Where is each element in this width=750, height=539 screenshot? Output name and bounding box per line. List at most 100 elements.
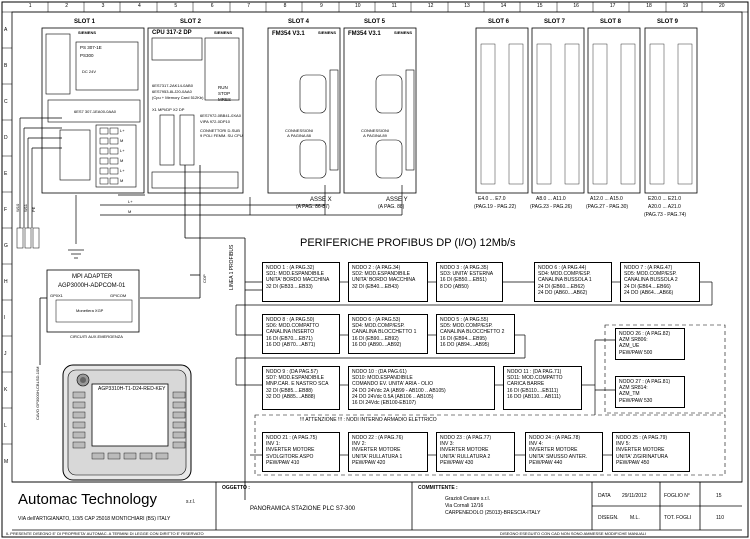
company-address: VIA dell'ARTIGIANATO, 1/3/5 CAP 25018 MO… [18, 516, 171, 522]
node-text: NODO 5 : (A PAG.55) SD5: MOD.COMP/ESP. C… [440, 317, 505, 348]
column-number: 1 [28, 3, 32, 9]
column-number: 5 [174, 3, 178, 9]
slot4-axis: ASSE X [310, 197, 332, 203]
slot2-vipa: VIPA 972-0DP10 [200, 119, 230, 124]
slot6-title: SLOT 6 [488, 19, 510, 25]
column-number: 9 [320, 3, 323, 9]
node-box: NODO 2 : (A PAG.34) SD2: MOD.ESPANDIBILE… [348, 262, 428, 302]
slot7-pages: (PAG.23 - PAG.26) [530, 204, 573, 210]
node-text: NODO 25 : (A PAG.79) INV 5: INVERTER MOT… [616, 435, 668, 466]
slot9-range2: A20.0 ... A21.0 [648, 204, 681, 210]
node-text: NODO 22 : (A PAG.76) INV 2: INVERTER MOT… [352, 435, 404, 466]
column-number: 7 [247, 3, 250, 9]
slot4-brand: SIEMENS [318, 30, 337, 35]
node-box: NODO 11 : (DA PAG.71) SD11: MOD.COMPATTO… [503, 366, 582, 410]
node-text: NODO 11 : (DA PAG.71) SD11: MOD.COMPATTO… [507, 369, 563, 400]
slot2-code2: 6ES7953-8LJ20-0AA0 [152, 89, 192, 94]
hmi-cable: CAVO GP3000H-CBLSD-10M [35, 366, 40, 421]
column-number: 15 [537, 3, 543, 9]
slot5-conn: CONNESSIONI A PAGINA 89 [361, 128, 390, 138]
slot1-title: SLOT 1 [74, 19, 96, 25]
slot2-cpu: CPU 317-2 DP [152, 30, 192, 36]
node-text: NODO 10 : (DA PAG.61) SD10: MOD.ESPANDIB… [352, 369, 446, 407]
slot8-title: SLOT 8 [600, 19, 622, 25]
terminal-label: M [120, 158, 124, 163]
slot9-pages: (PAG.73 - PAG.74) [644, 212, 687, 218]
slot2-stop: STOP [218, 91, 231, 96]
column-number: 17 [609, 3, 616, 9]
tot-value: 110 [716, 515, 724, 521]
mpi-cable: Monetlera XGP [76, 308, 104, 313]
node-text: NODO 1 : (A PAG.32) SD1: MOD.ESPANDIBILE… [266, 265, 330, 290]
column-number: 6 [210, 3, 214, 9]
row-letter: E [4, 171, 8, 177]
node-box: NODO 3 : (A PAG.35) SD3: UNITA' ESTERNA … [436, 262, 503, 302]
slot5-axis: ASSE Y [386, 197, 408, 203]
footer-left: IL PRESENTE DISEGNO E' DI PROPRIETA' AUT… [6, 531, 204, 536]
row-letter: H [4, 279, 8, 285]
node-box: NODO 7 : (A PAG.47) SD5: MOD.COMP/ESP. C… [620, 262, 700, 302]
node-text: NODO 2 : (A PAG.34) SD2: MOD.ESPANDIBILE… [352, 265, 416, 290]
mpi-cop: COP [202, 274, 207, 283]
oggetto-label: OGGETTO : [222, 485, 250, 491]
column-number: 2 [65, 3, 68, 9]
column-number: 20 [719, 3, 725, 9]
slot7-title: SLOT 7 [544, 19, 566, 25]
row-letter: D [4, 135, 8, 141]
slot4-module: FM354 V3.1 [272, 31, 305, 37]
mpi-model: AGP3000H-ADPCOM-01 [58, 283, 126, 289]
node-box: NODO 27 : (A PAG.81) AZM SR814: AZM_TM P… [615, 376, 685, 408]
slot5-brand: SIEMENS [394, 30, 413, 35]
node-box: NODO 8 : (A PAG.50) SD6: MOD.COMPATTO CA… [262, 314, 340, 354]
slot5-module: FM354 V3.1 [348, 31, 381, 37]
node-text: NODO 7 : (A PAG.47) SD5: MOD.COMP/ESP. C… [624, 265, 678, 296]
node-box: NODO 6 : (A PAG.53) SD4: MOD.COMP/ESP. C… [348, 314, 428, 354]
slot2-mres: MRES [218, 97, 232, 102]
column-number: 4 [138, 3, 141, 9]
slot2-conn-code: 6ES7972-0BB41-0XA0 [200, 113, 241, 118]
node-text: NODO 27 : (A PAG.81) AZM SR814: AZM_TM P… [619, 379, 671, 404]
slot5-title: SLOT 5 [364, 19, 386, 25]
row-letter: K [4, 387, 8, 393]
company-name: Automac Technology [18, 491, 157, 508]
node-text: NODO 3 : (A PAG.35) SD3: UNITA' ESTERNA … [440, 265, 494, 290]
slot5-axis-page: (A PAG. 88) [378, 204, 405, 210]
node-box: NODO 25 : (A PAG.79) INV 5: INVERTER MOT… [612, 432, 690, 472]
data-label: DATA [598, 493, 611, 499]
terminal-label: L+ [120, 168, 125, 173]
node-box: NODO 9 : (DA PAG.57) SD7: MOD.ESPANDIBIL… [262, 366, 340, 410]
slot2-x1: X1 MPI/DP X2 DP [152, 107, 185, 112]
node-box: NODO 1 : (A PAG.32) SD1: MOD.ESPANDIBILE… [262, 262, 340, 302]
node-text: NODO 9 : (DA PAG.57) SD7: MOD.ESPANDIBIL… [266, 369, 329, 400]
terminal-label: L+ [120, 148, 125, 153]
profibus-title: PERIFERICHE PROFIBUS DP (I/O) 12Mb/s [300, 237, 516, 249]
row-letter: G [4, 243, 8, 249]
slot6-pages: (PAG.19 - PAG.22) [474, 204, 517, 210]
slot1-code: 6ES7 307-1EA00-0AA0 [74, 109, 117, 114]
slot2-conn-label: CONNETTORI D-SUB 9 POLI FEMM. SU CPU [200, 128, 243, 138]
slot6-range: E4.0 ... E7.0 [478, 196, 506, 202]
slot2-mem: (Cpu + Memory Card 512Kb) [152, 95, 204, 100]
mpi-left-port: GP0X1 [50, 293, 63, 298]
row-letter: A [4, 27, 8, 33]
terminal-label: L+ [120, 128, 125, 133]
node-box: NODO 23 : (A PAG.77) INV 3: INVERTER MOT… [436, 432, 515, 472]
slot1-psu: PS300 [80, 53, 94, 58]
node-box: NODO 10 : (DA PAG.61) SD10: MOD.ESPANDIB… [348, 366, 495, 410]
row-letter: I [4, 315, 6, 321]
wire-label: PE [31, 206, 36, 212]
column-number: 12 [427, 3, 434, 9]
slot1-dc: DC 24V [82, 69, 97, 74]
column-number: 14 [500, 3, 507, 9]
committente-label: COMMITTENTE : [418, 485, 458, 491]
node-box: NODO 6 : (A PAG.44) SD4: MOD.COMP/ESP. C… [534, 262, 612, 302]
mpi-right-port: GPICOM [110, 293, 127, 298]
hmi-model: AGP3310H-T1-D24-RED-KEY [98, 386, 166, 392]
node-text: NODO 24 : (A PAG.78) INV 4: INVERTER MOT… [529, 435, 588, 466]
slot9-title: SLOT 9 [657, 19, 679, 25]
oggetto-value: PANORAMICA STAZIONE PLC S7-300 [250, 506, 356, 512]
slot4-axis-page: (A PAG. 86-87) [296, 204, 330, 210]
node-box: NODO 24 : (A PAG.78) INV 4: INVERTER MOT… [525, 432, 603, 472]
slot7-range: A8.0 ... A11.0 [536, 196, 566, 202]
